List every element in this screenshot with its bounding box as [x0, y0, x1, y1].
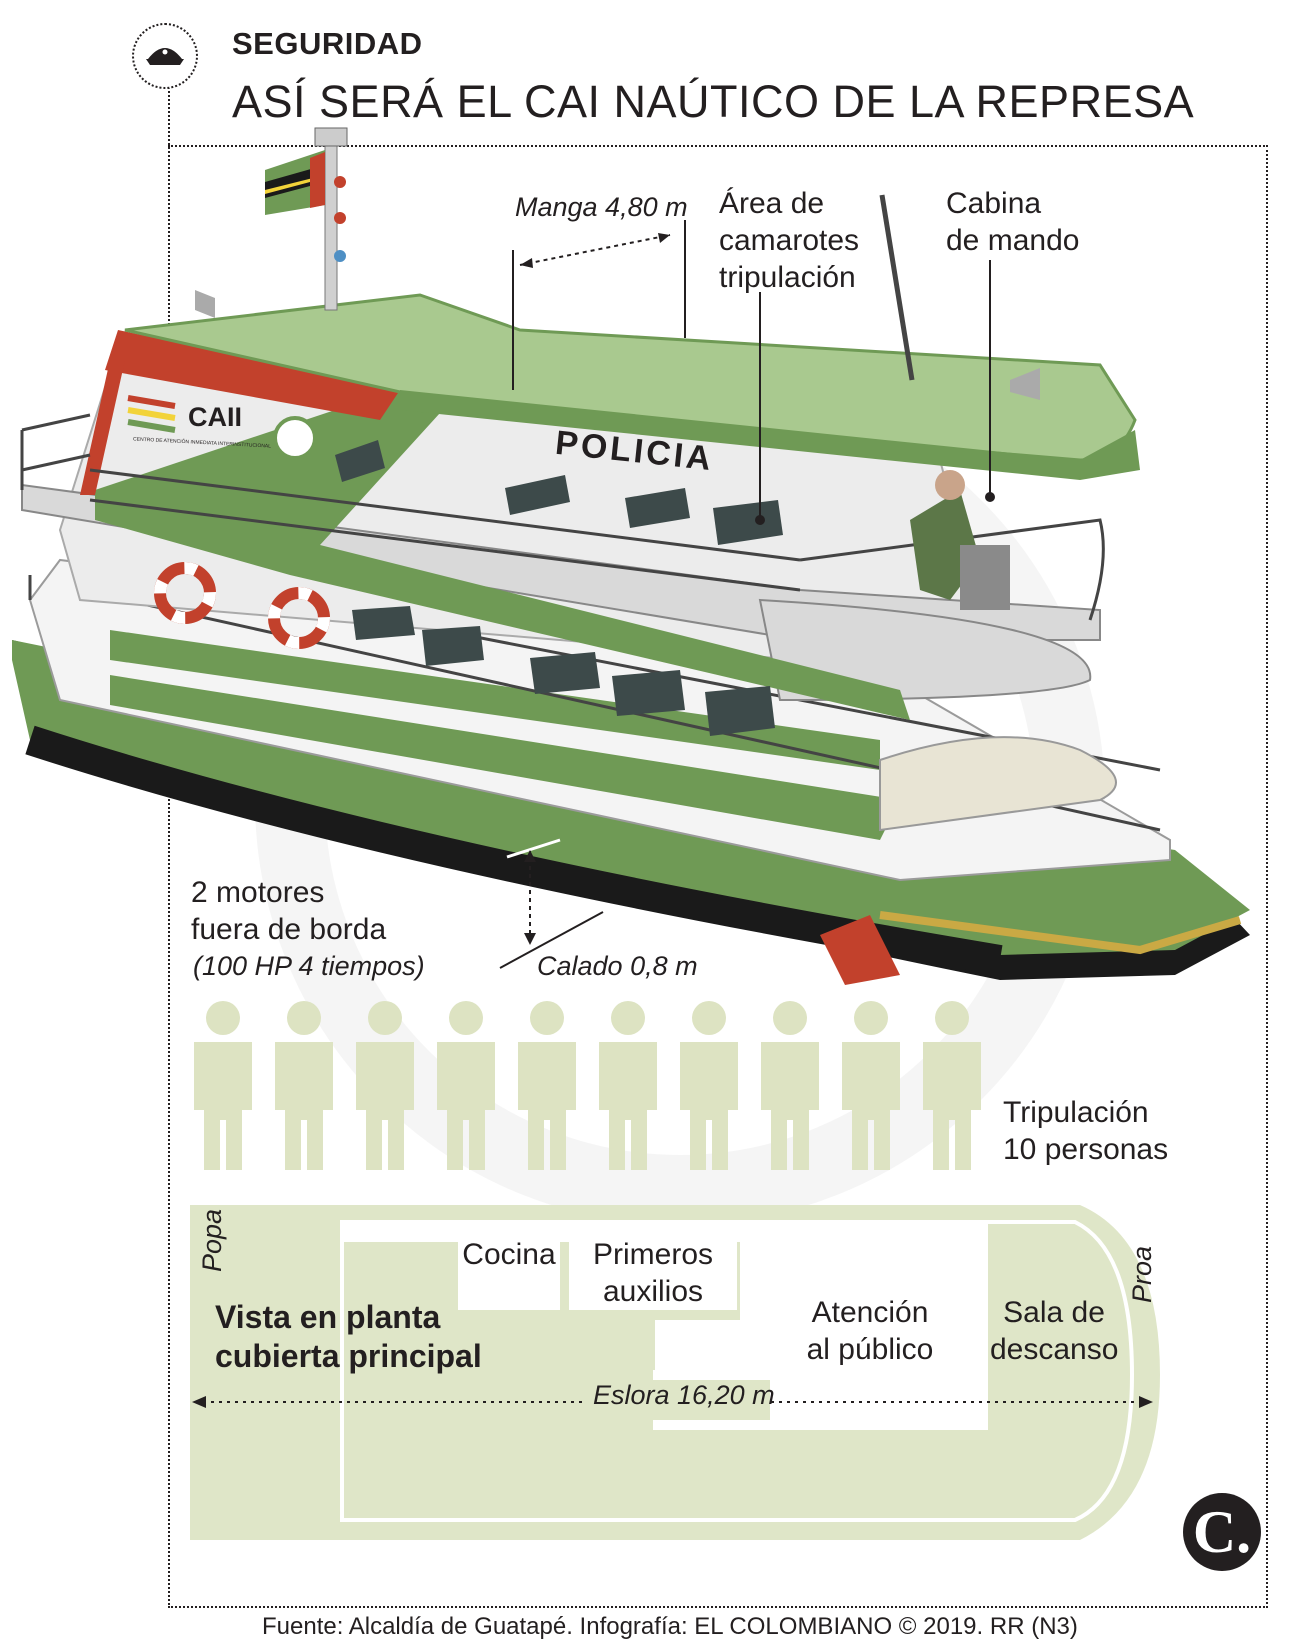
- motores-detail: (100 HP 4 tiempos): [193, 951, 425, 981]
- caii-badge-text: CAII: [188, 402, 242, 432]
- el-colombiano-logo: C.: [1183, 1493, 1261, 1571]
- cabina-line-1: Cabina: [946, 187, 1042, 220]
- crew-person-icon: [514, 1000, 580, 1170]
- crew-label-line-1: Tripulación: [1003, 1096, 1149, 1129]
- motores-line-1: 2 motores: [191, 876, 325, 909]
- infographic-frame: [168, 145, 1268, 1608]
- section-label: SEGURIDAD: [232, 26, 423, 61]
- plan-title-line-2: cubierta principal: [215, 1338, 482, 1374]
- source-credit: Fuente: Alcaldía de Guatapé. Infografía:…: [262, 1613, 1078, 1640]
- crew-person-icon: [190, 1000, 256, 1170]
- calado-label: Calado 0,8 m: [537, 951, 698, 981]
- room-sala-descanso: Sala de descanso: [990, 1294, 1118, 1368]
- eslora-label: Eslora 16,20 m: [593, 1380, 775, 1410]
- room-cocina: Cocina: [462, 1238, 556, 1271]
- sala-line-1: Sala de: [1003, 1296, 1105, 1329]
- crew-person-icon: [838, 1000, 904, 1170]
- camarotes-line-1: Área de: [719, 187, 825, 220]
- popa-label: Popa: [197, 1208, 227, 1272]
- police-cap-icon: [132, 23, 198, 89]
- crew-person-icon: [676, 1000, 742, 1170]
- room-atencion: Atención al público: [780, 1294, 960, 1368]
- motores-line-2: fuera de borda: [191, 913, 387, 946]
- plan-title: Vista en planta cubierta principal: [215, 1298, 482, 1376]
- frame-left-line: [168, 80, 170, 1608]
- crew-person-icon: [595, 1000, 661, 1170]
- sala-line-2: descanso: [990, 1333, 1119, 1366]
- primeros-line-1: Primeros: [592, 1238, 713, 1271]
- cabina-label: Cabina de mando: [946, 185, 1079, 259]
- crew-person-icon: [433, 1000, 499, 1170]
- crew-label-line-2: 10 personas: [1003, 1133, 1169, 1166]
- motores-label: 2 motores fuera de borda: [191, 874, 386, 948]
- room-primeros-auxilios: Primeros auxilios: [569, 1236, 737, 1310]
- crew-label: Tripulación 10 personas: [1003, 1094, 1168, 1168]
- page-title: ASÍ SERÁ EL CAI NAÚTICO DE LA REPRESA: [232, 76, 1195, 127]
- atencion-line-1: Atención: [811, 1296, 929, 1329]
- proa-label: Proa: [1127, 1245, 1157, 1303]
- plan-title-line-1: Vista en planta: [215, 1299, 441, 1335]
- crew-person-icon: [757, 1000, 823, 1170]
- camarotes-line-3: tripulación: [719, 261, 856, 294]
- cabina-line-2: de mando: [946, 224, 1080, 257]
- camarotes-label: Área de camarotes tripulación: [719, 185, 859, 296]
- primeros-line-2: auxilios: [602, 1275, 704, 1308]
- atencion-line-2: al público: [806, 1333, 934, 1366]
- camarotes-line-2: camarotes: [719, 224, 860, 257]
- crew-person-icon: [352, 1000, 418, 1170]
- crew-person-icon: [919, 1000, 985, 1170]
- manga-label: Manga 4,80 m: [515, 192, 688, 222]
- crew-person-icon: [271, 1000, 337, 1170]
